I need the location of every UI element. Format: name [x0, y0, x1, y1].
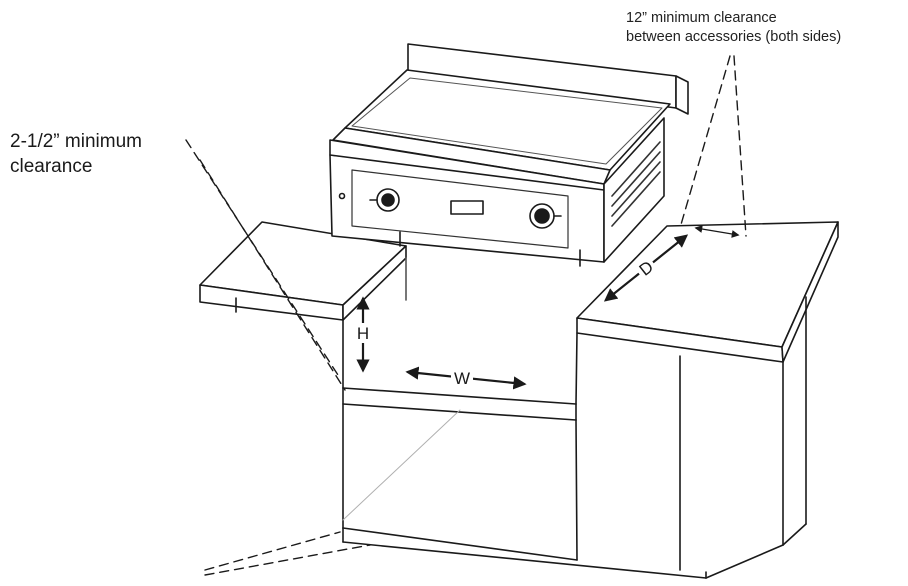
- right-control-knob-icon: [529, 203, 562, 229]
- accessory-clearance-line1: 12” minimum clearance: [626, 10, 777, 26]
- left-control-knob-icon: [369, 188, 400, 212]
- side-clearance-line2: clearance: [10, 156, 93, 177]
- cutout-opening: [342, 257, 578, 405]
- griddle-unit: [329, 43, 689, 267]
- indicator-light-icon: [338, 192, 346, 200]
- width-dimension-label: W: [454, 369, 470, 388]
- side-clearance-note: 2-1/2” minimum clearance: [10, 129, 142, 179]
- height-dimension-label: H: [357, 324, 369, 343]
- right-countertop: [576, 221, 839, 363]
- side-gap-arrow: [694, 225, 740, 238]
- side-clearance-line1: 2-1/2” minimum: [10, 131, 142, 152]
- accessory-clearance-line2: between accessories (both sides): [626, 29, 842, 45]
- cabinet-base: [342, 296, 807, 579]
- clearance-guide-lines: [185, 55, 747, 576]
- display-window: [450, 200, 484, 215]
- accessory-clearance-note: 12” minimum clearance between accessorie…: [626, 9, 841, 47]
